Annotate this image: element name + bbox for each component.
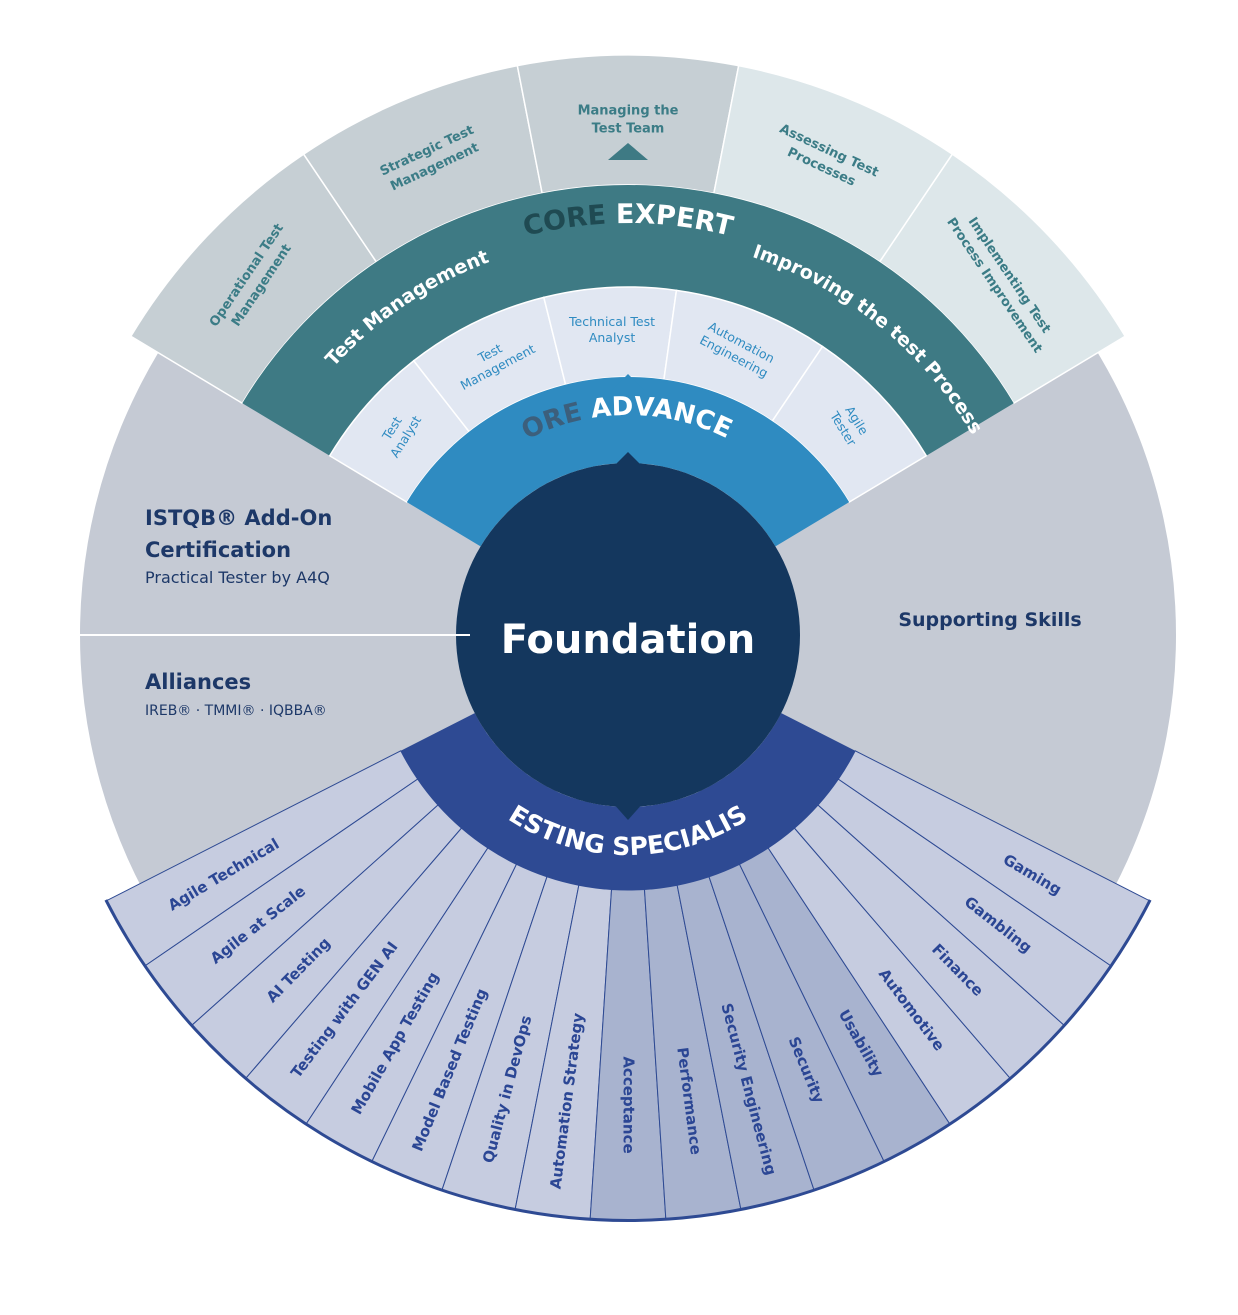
testing-specialist-band[interactable] (400, 713, 856, 891)
foundation-pointer-bottom (612, 802, 644, 820)
specialist-outline (104, 899, 1152, 1222)
core-expert-module-label[interactable]: Test Team (592, 122, 665, 137)
add-on-title-line2[interactable]: Certification (145, 538, 291, 562)
add-on-title-line1[interactable]: ISTQB® Add-On (145, 506, 332, 530)
add-on-subtitle: Practical Tester by A4Q (145, 568, 330, 587)
foundation-label[interactable]: Foundation (501, 617, 756, 663)
core-advanced-module-label[interactable]: Technical Test (568, 314, 655, 329)
alliances-subtitle: IREB® · TMMI® · IQBBA® (145, 703, 327, 719)
core-expert-band[interactable] (242, 184, 1014, 456)
foundation-pointer-top (612, 452, 644, 468)
core-advanced-pointer (612, 374, 644, 390)
supporting-skills-title[interactable]: Supporting Skills (898, 609, 1081, 631)
core-expert-pointer (608, 143, 648, 160)
core-expert-module-label[interactable]: Managing the (578, 104, 679, 119)
core-advanced-module-label[interactable]: Analyst (589, 330, 636, 345)
specialist-module-label[interactable]: Acceptance (620, 1056, 638, 1153)
alliances-title[interactable]: Alliances (145, 670, 251, 694)
foundation-circle[interactable] (456, 463, 800, 807)
